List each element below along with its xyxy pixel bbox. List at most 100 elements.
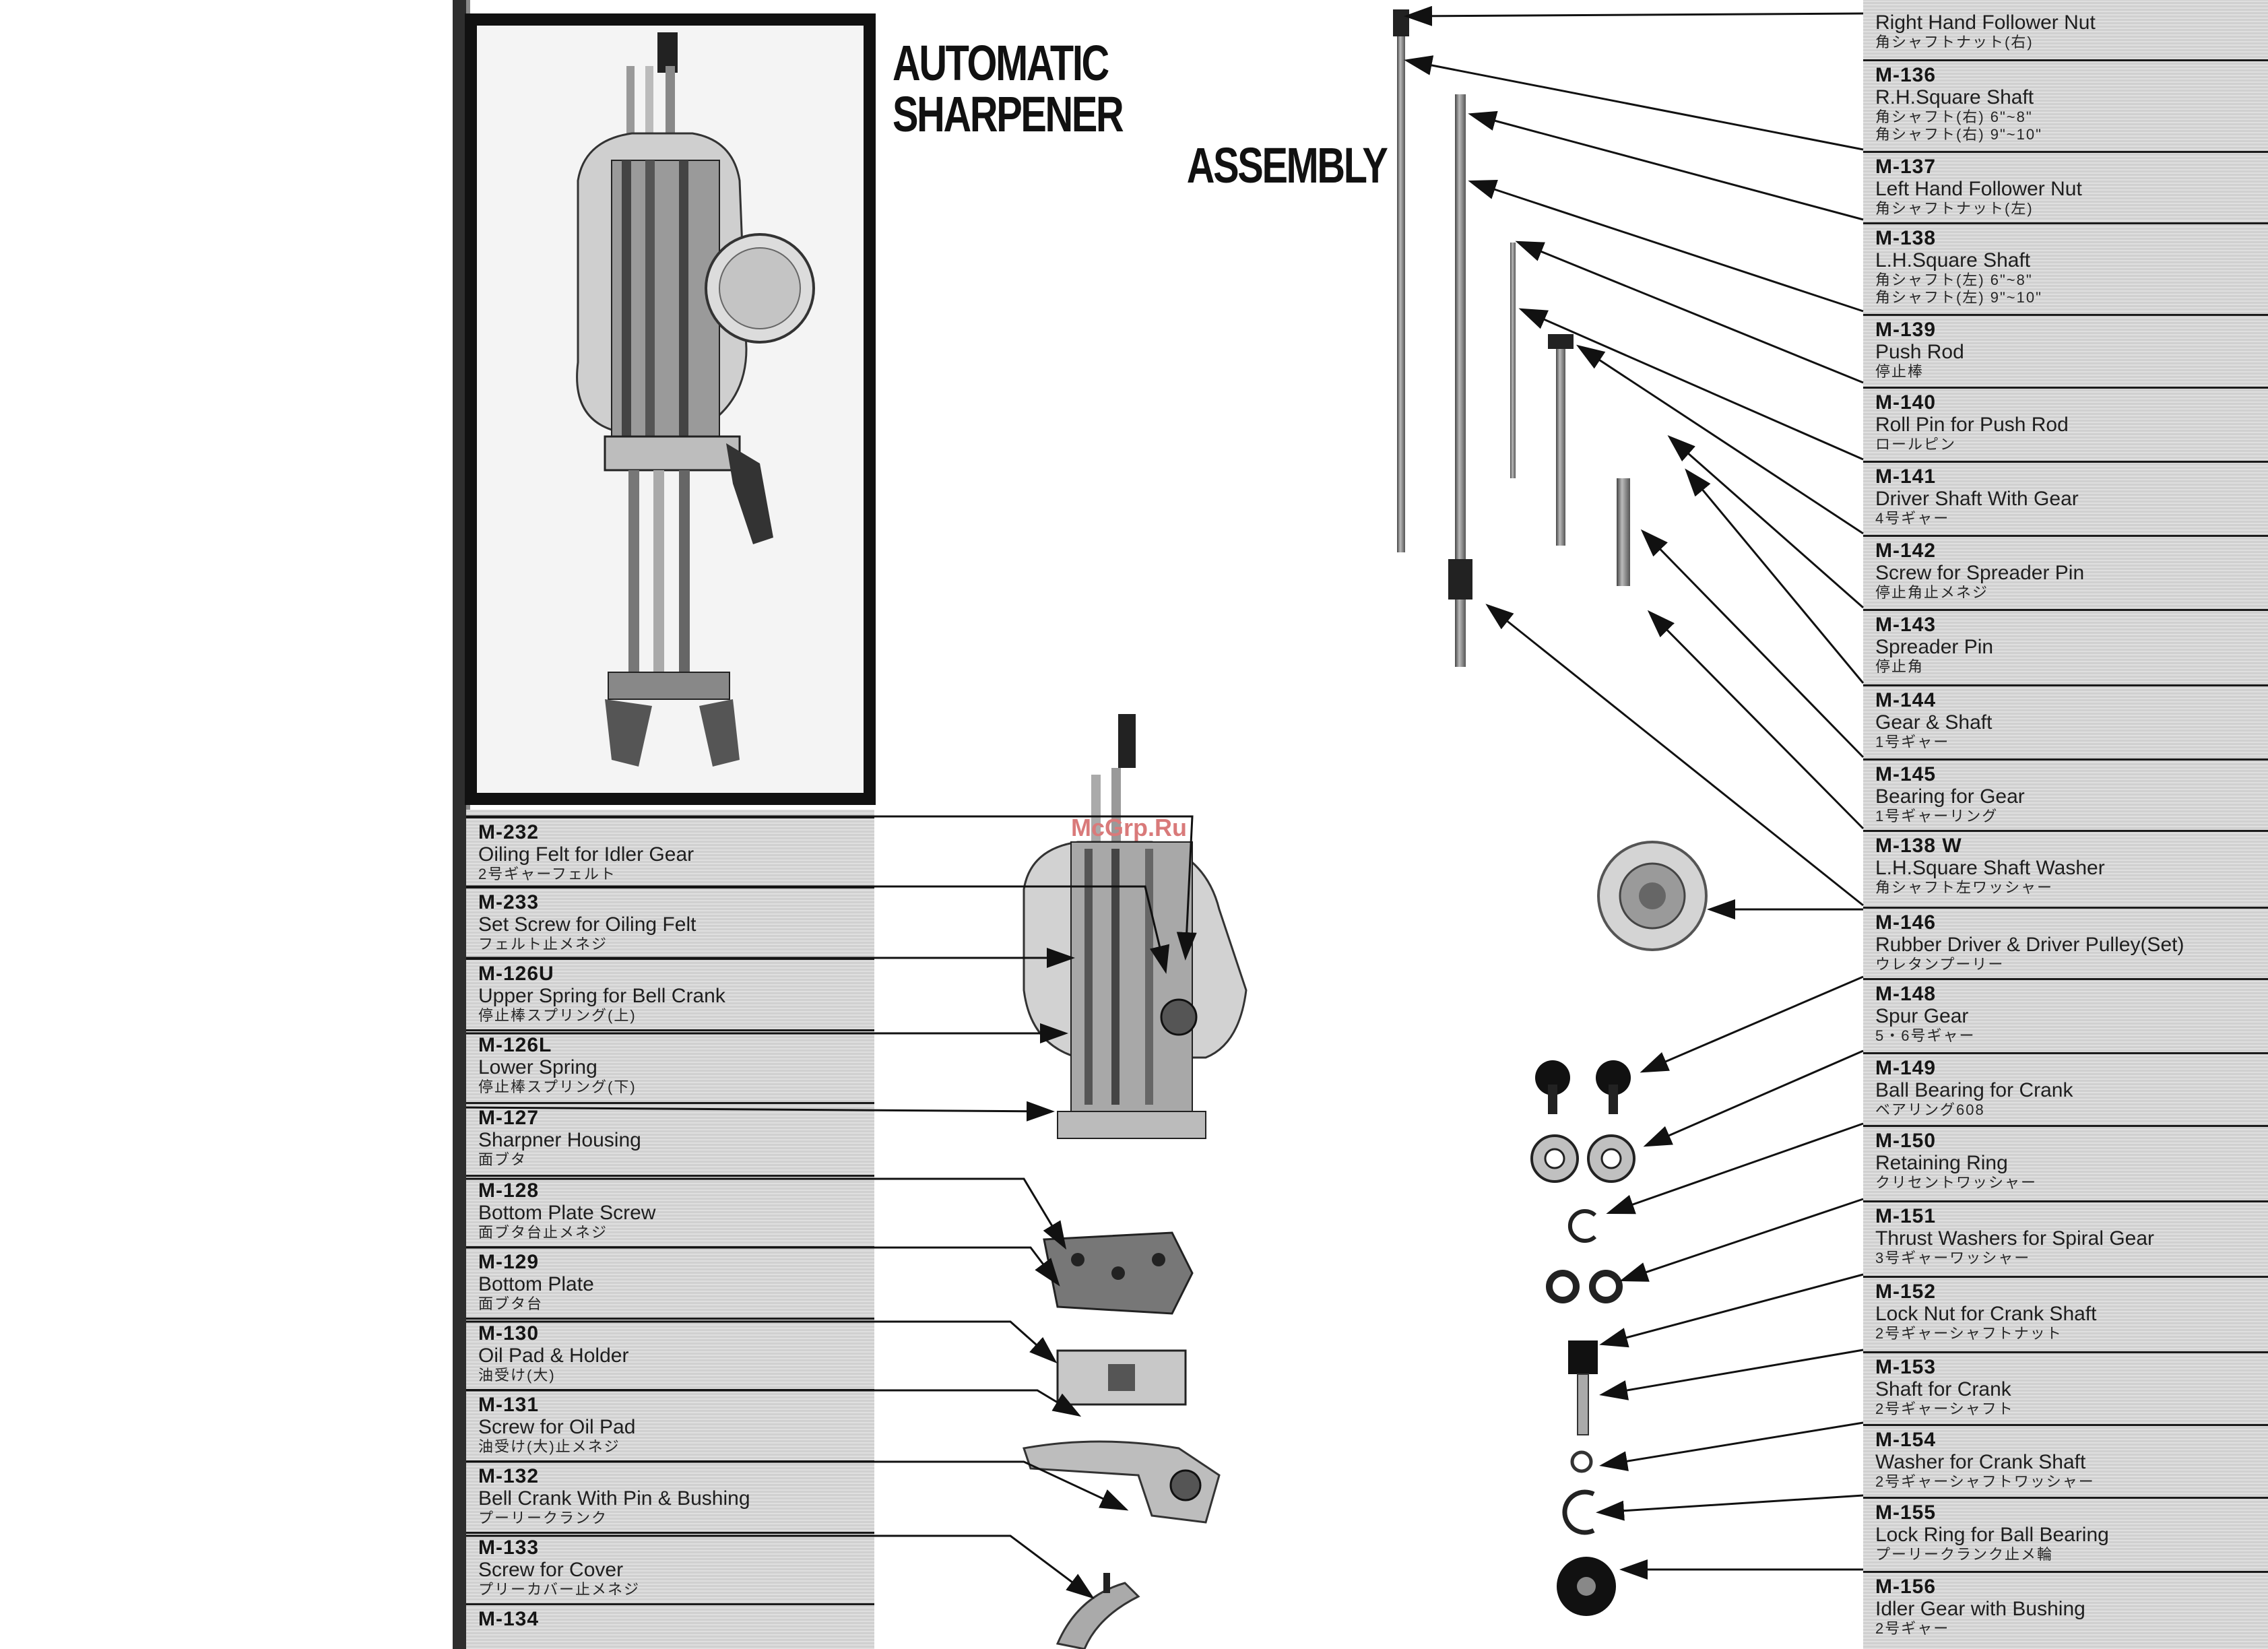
part-ja: 1号ギャーリング	[1875, 808, 1999, 825]
part-ja: 5・6号ギャー	[1875, 1027, 1976, 1044]
title-line-2: ASSEMBLY	[1186, 137, 1388, 193]
list-item: M-131 Screw for Oil Pad 油受け(大)止メネジ	[466, 1389, 874, 1460]
list-item: M-153 Shaft for Crank 2号ギャーシャフト	[1863, 1351, 2268, 1424]
gear-shaft-image	[1617, 478, 1630, 586]
list-item: M-132 Bell Crank With Pin & Bushing プーリー…	[466, 1460, 874, 1532]
part-name: L.H.Square Shaft Washer	[1875, 857, 2105, 879]
thrust-washers-image	[1546, 1270, 1623, 1303]
part-ja: 停止棒	[1875, 363, 1924, 380]
part-ja: 2号ギャー	[1875, 1620, 1950, 1637]
part-name: Oil Pad & Holder	[478, 1345, 629, 1367]
part-name: L.H.Square Shaft	[1875, 249, 2031, 271]
part-name: Lock Ring for Ball Bearing	[1875, 1524, 2109, 1546]
oil-pad-image	[1056, 1349, 1187, 1406]
watermark: McGrp.Ru	[1071, 814, 1188, 841]
list-item: M-127 Sharpner Housing 面ブタ	[466, 1102, 874, 1175]
part-ja: 停止角	[1875, 658, 1924, 675]
part-code: M-150	[1875, 1130, 1937, 1152]
part-ja: プーリークランク	[478, 1510, 608, 1526]
list-item: M-144 Gear & Shaft 1号ギャー	[1863, 684, 2268, 758]
part-ja: プーリークランク止メ輪	[1875, 1546, 2054, 1563]
crank-shaft-image	[1568, 1340, 1598, 1435]
part-code: M-233	[478, 891, 540, 913]
part-name: Set Screw for Oiling Felt	[478, 913, 696, 936]
lh-square-shaft-image	[1455, 94, 1466, 667]
part-name: Bottom Plate	[478, 1273, 594, 1295]
part-code: M-127	[478, 1107, 540, 1129]
right-parts-list: Right Hand Follower Nut 角シャフトナット(右) M-13…	[1863, 0, 2268, 1649]
part-ja: 停止棒スプリング(下)	[478, 1078, 637, 1095]
housing-exploded-image	[1023, 714, 1248, 1139]
part-code: M-128	[478, 1179, 540, 1202]
ball-bearing-image	[1530, 1134, 1635, 1183]
part-code: M-144	[1875, 689, 1937, 711]
part-name: Gear & Shaft	[1875, 711, 1992, 734]
washer-lock-ring-image	[1562, 1450, 1595, 1535]
part-code: M-136	[1875, 64, 1937, 86]
part-ja-2: 角シャフト(右) 9"~10"	[1875, 126, 2042, 143]
list-item: M-149 Ball Bearing for Crank ベアリング608	[1863, 1052, 2268, 1125]
list-item: M-139 Push Rod 停止棒	[1863, 314, 2268, 387]
part-ja: 3号ギャーワッシャー	[1875, 1250, 2031, 1266]
part-ja: 2号ギャーシャフトワッシャー	[1875, 1473, 2095, 1490]
part-code: M-142	[1875, 540, 1937, 562]
part-name: Thrust Washers for Spiral Gear	[1875, 1227, 2155, 1250]
part-name: Spur Gear	[1875, 1005, 1969, 1027]
part-code: M-137	[1875, 156, 1937, 178]
part-ja-2: 角シャフト(左) 9"~10"	[1875, 289, 2042, 306]
part-code: M-129	[478, 1251, 540, 1273]
list-item: M-155 Lock Ring for Ball Bearing プーリークラン…	[1863, 1497, 2268, 1571]
driver-gear-image	[1548, 334, 1574, 349]
part-code: M-143	[1875, 614, 1937, 636]
part-code: M-132	[478, 1465, 540, 1487]
part-code: M-140	[1875, 391, 1937, 414]
list-item: M-233 Set Screw for Oiling Felt フェルト止メネジ	[466, 886, 874, 958]
part-code: M-152	[1875, 1281, 1937, 1303]
assembly-photo	[477, 26, 864, 793]
part-ja: 角シャフトナット(左)	[1875, 200, 2034, 217]
list-item: M-133 Screw for Cover プリーカバー止メネジ	[466, 1532, 874, 1603]
part-name: Idler Gear with Bushing	[1875, 1598, 2085, 1620]
part-ja: 油受け(大)止メネジ	[478, 1438, 620, 1455]
part-ja: 角シャフト(右) 6"~8"	[1875, 108, 2033, 125]
part-code: M-145	[1875, 763, 1937, 785]
part-ja: フェルト止メネジ	[478, 936, 608, 952]
list-item: Right Hand Follower Nut 角シャフトナット(右)	[1863, 9, 2268, 62]
part-code: M-138 W	[1875, 835, 1962, 857]
part-code: M-133	[478, 1537, 540, 1559]
cover-screw-image	[1056, 1573, 1140, 1649]
part-ja: 2号ギャーシャフト	[1875, 1400, 2014, 1417]
part-code: M-146	[1875, 911, 1937, 934]
driver-shaft-image	[1556, 337, 1565, 546]
list-item: M-130 Oil Pad & Holder 油受け(大)	[466, 1318, 874, 1389]
part-name: Lower Spring	[478, 1056, 597, 1078]
part-name: Screw for Cover	[478, 1559, 624, 1581]
part-name: Push Rod	[1875, 341, 1964, 363]
part-name: Oiling Felt for Idler Gear	[478, 843, 694, 866]
push-rod-image	[1510, 243, 1516, 478]
list-item: M-145 Bearing for Gear 1号ギャーリング	[1863, 758, 2268, 830]
part-name: Right Hand Follower Nut	[1875, 11, 2096, 34]
list-item: M-148 Spur Gear 5・6号ギャー	[1863, 978, 2268, 1052]
part-name: Shaft for Crank	[1875, 1378, 2011, 1400]
part-code: M-126U	[478, 963, 554, 985]
part-name: Bottom Plate Screw	[478, 1202, 656, 1224]
part-ja: 1号ギャー	[1875, 734, 1950, 750]
list-item: M-141 Driver Shaft With Gear 4号ギャー	[1863, 461, 2268, 535]
part-ja: 停止棒スプリング(上)	[478, 1007, 637, 1024]
part-code: M-154	[1875, 1429, 1937, 1451]
part-name: Screw for Oil Pad	[478, 1416, 636, 1438]
page-margin	[0, 0, 453, 1649]
binding-spine	[453, 0, 466, 1649]
list-item: M-152 Lock Nut for Crank Shaft 2号ギャーシャフト…	[1863, 1276, 2268, 1351]
part-name: Screw for Spreader Pin	[1875, 562, 2085, 584]
part-name: Rubber Driver & Driver Pulley(Set)	[1875, 934, 2184, 956]
part-name: Ball Bearing for Crank	[1875, 1079, 2073, 1101]
part-code: M-151	[1875, 1205, 1937, 1227]
list-item: M-136 R.H.Square Shaft 角シャフト(右) 6"~8" 角シ…	[1863, 59, 2268, 151]
part-code: M-131	[478, 1394, 540, 1416]
list-item: M-146 Rubber Driver & Driver Pulley(Set)…	[1863, 907, 2268, 978]
part-code: M-232	[478, 821, 540, 843]
list-item: M-138 L.H.Square Shaft 角シャフト(左) 6"~8" 角シ…	[1863, 222, 2268, 314]
list-item: M-151 Thrust Washers for Spiral Gear 3号ギ…	[1863, 1200, 2268, 1276]
